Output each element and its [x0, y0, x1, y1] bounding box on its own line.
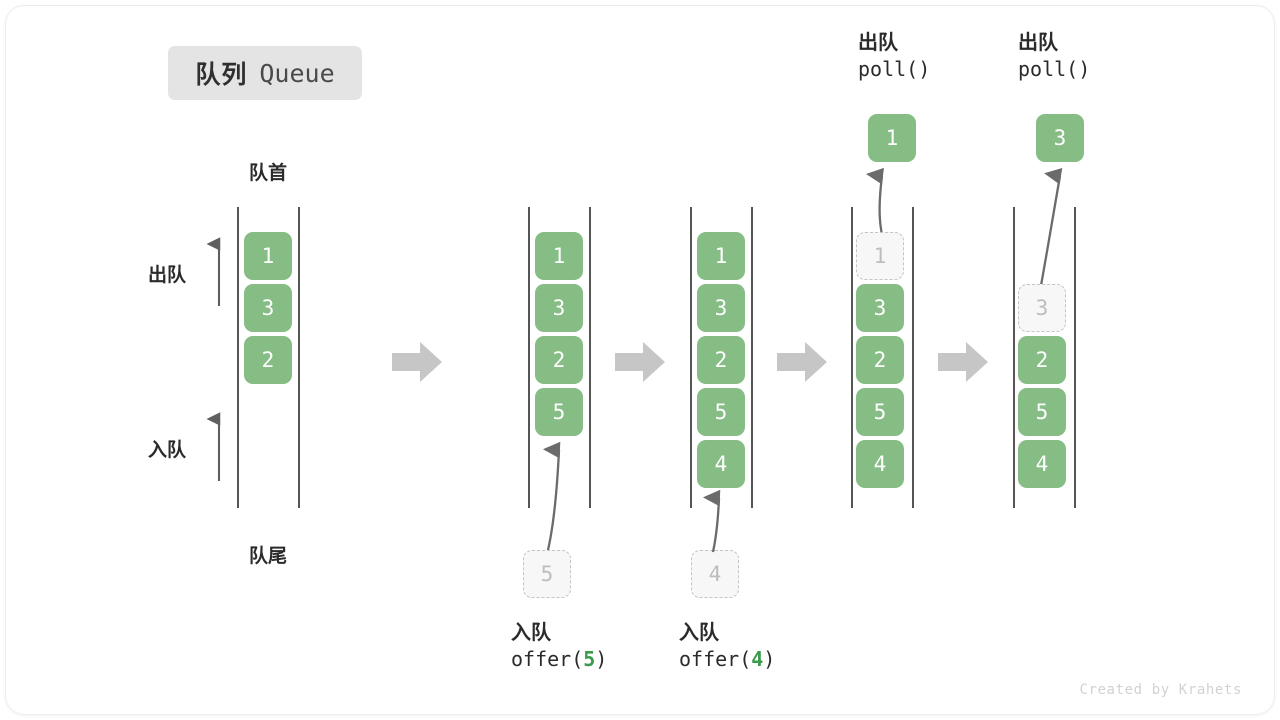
queue-item: 5 — [1018, 388, 1066, 436]
queue-item: 3 — [697, 284, 745, 332]
title-english: Queue — [259, 58, 335, 88]
operation-label-cn: 入队 — [679, 622, 719, 644]
queue-item: 5 — [856, 388, 904, 436]
operation-caption-offer-5: 入队 offer(5) — [511, 620, 607, 672]
queue-head-label: 队首 — [248, 163, 287, 184]
operation-label-code: poll() — [1018, 57, 1091, 81]
enqueue-arrow-icon — [702, 489, 721, 553]
step-arrow-icon — [392, 342, 442, 382]
queue-item-removed-ghost: 1 — [856, 232, 904, 280]
title-chinese: 队列 — [195, 61, 248, 89]
queue-item: 3 — [244, 284, 292, 332]
enqueue-arrow-icon — [542, 441, 561, 551]
operation-label-code: offer(4) — [679, 647, 776, 671]
queue-item: 1 — [697, 232, 745, 280]
queue-rail-left — [528, 207, 530, 508]
queue-item-new: 5 — [535, 388, 583, 436]
queue-item: 2 — [856, 336, 904, 384]
dequeue-direction-arrow-icon — [206, 237, 221, 306]
queue-rail-left — [1013, 207, 1015, 508]
dequeue-direction-label: 出队 — [148, 265, 187, 286]
queue-item: 1 — [535, 232, 583, 280]
queue-item: 2 — [535, 336, 583, 384]
queue-item: 5 — [697, 388, 745, 436]
queue-item: 3 — [535, 284, 583, 332]
queue-item: 2 — [244, 336, 292, 384]
watermark-credit: Created by Krahets — [1079, 682, 1242, 698]
polled-element: 1 — [868, 114, 916, 162]
queue-item-new: 4 — [697, 440, 745, 488]
operation-label-cn: 出队 — [858, 32, 898, 54]
queue-item: 3 — [856, 284, 904, 332]
queue-item: 2 — [697, 336, 745, 384]
queue-rail-right — [298, 207, 300, 508]
incoming-element-ghost: 4 — [691, 550, 739, 598]
operation-label-code: offer(5) — [511, 647, 608, 671]
incoming-element-ghost: 5 — [523, 550, 571, 598]
queue-rail-right — [589, 207, 591, 508]
operation-label-cn: 出队 — [1018, 32, 1058, 54]
queue-item: 4 — [1018, 440, 1066, 488]
queue-item: 1 — [244, 232, 292, 280]
step-arrow-icon — [615, 342, 665, 382]
operation-label-cn: 入队 — [511, 622, 551, 644]
queue-rail-left — [690, 207, 692, 508]
operation-label-code: poll() — [858, 57, 931, 81]
queue-rail-right — [912, 207, 914, 508]
queue-rail-right — [751, 207, 753, 508]
queue-rail-left — [851, 207, 853, 508]
step-arrow-icon — [938, 342, 988, 382]
step-arrow-icon — [777, 342, 827, 382]
diagram-title-badge: 队列 Queue — [168, 46, 362, 100]
operation-caption-poll-3: 出队 poll() — [1018, 30, 1090, 82]
enqueue-direction-label: 入队 — [148, 440, 187, 461]
queue-rail-left — [237, 207, 239, 508]
operation-caption-offer-4: 入队 offer(4) — [679, 620, 775, 672]
polled-element: 3 — [1036, 114, 1084, 162]
queue-tail-label: 队尾 — [248, 546, 287, 567]
queue-item: 4 — [856, 440, 904, 488]
queue-item: 2 — [1018, 336, 1066, 384]
enqueue-direction-arrow-icon — [206, 412, 221, 481]
queue-item-removed-ghost: 3 — [1018, 284, 1066, 332]
queue-rail-right — [1074, 207, 1076, 508]
operation-caption-poll-1: 出队 poll() — [858, 30, 930, 82]
